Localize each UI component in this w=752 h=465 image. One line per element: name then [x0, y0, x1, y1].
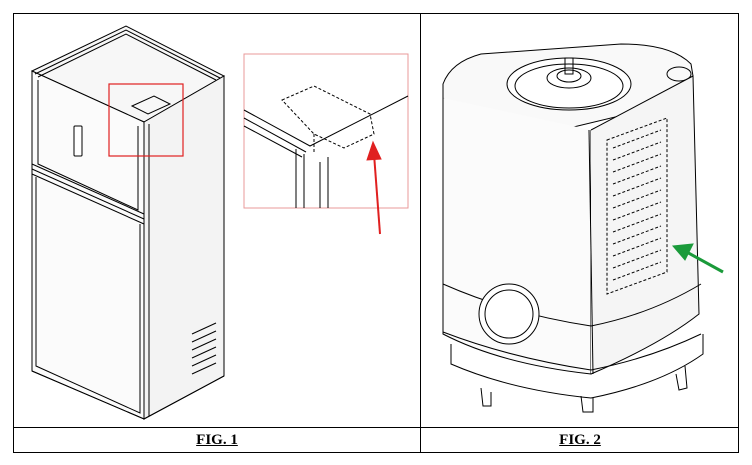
vent-grille	[606, 117, 668, 295]
refrigerator-body	[30, 25, 226, 420]
fig1-caption: FIG. 1	[196, 432, 238, 448]
caption-divider	[14, 427, 738, 428]
red-arrow	[366, 140, 382, 235]
detail-inset	[243, 53, 409, 209]
fig2-drawing	[442, 43, 724, 413]
fig1-drawing	[30, 25, 409, 420]
appliance-body	[442, 43, 704, 413]
vertical-divider	[420, 14, 421, 452]
green-arrow	[671, 243, 724, 274]
highlight-box	[108, 83, 184, 157]
fig2-caption: FIG. 2	[559, 432, 601, 448]
figure-panel: FIG. 1 FIG. 2	[13, 13, 739, 453]
